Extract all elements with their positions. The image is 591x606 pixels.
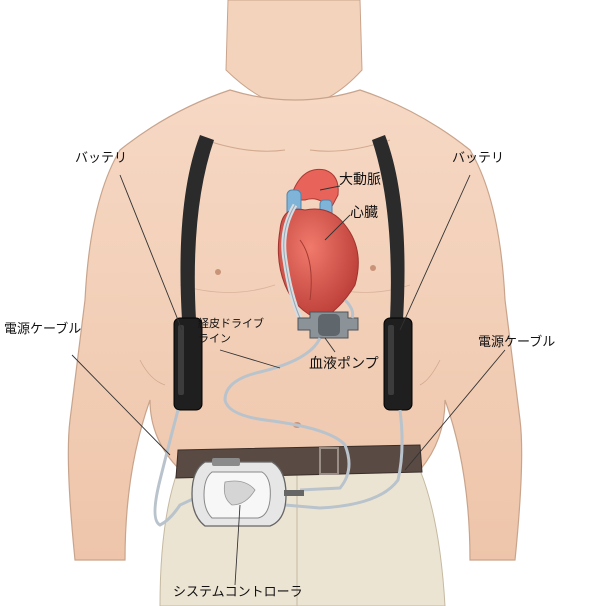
- battery-right: [384, 318, 412, 410]
- label-blood-pump: 血液ポンプ: [309, 356, 379, 372]
- label-battery-left: バッテリ: [75, 152, 127, 167]
- label-power-cable-right: 電源ケーブル: [478, 336, 555, 351]
- label-aorta: 大動脈: [339, 172, 381, 188]
- label-heart: 心臓: [350, 205, 378, 221]
- label-driveline-1: 経皮ドライブ: [198, 318, 264, 331]
- label-power-cable-left: 電源ケーブル: [4, 323, 81, 338]
- label-system-controller: システムコントローラ: [173, 586, 303, 601]
- label-battery-right: バッテリ: [452, 152, 504, 167]
- label-driveline-2: ライン: [198, 333, 231, 346]
